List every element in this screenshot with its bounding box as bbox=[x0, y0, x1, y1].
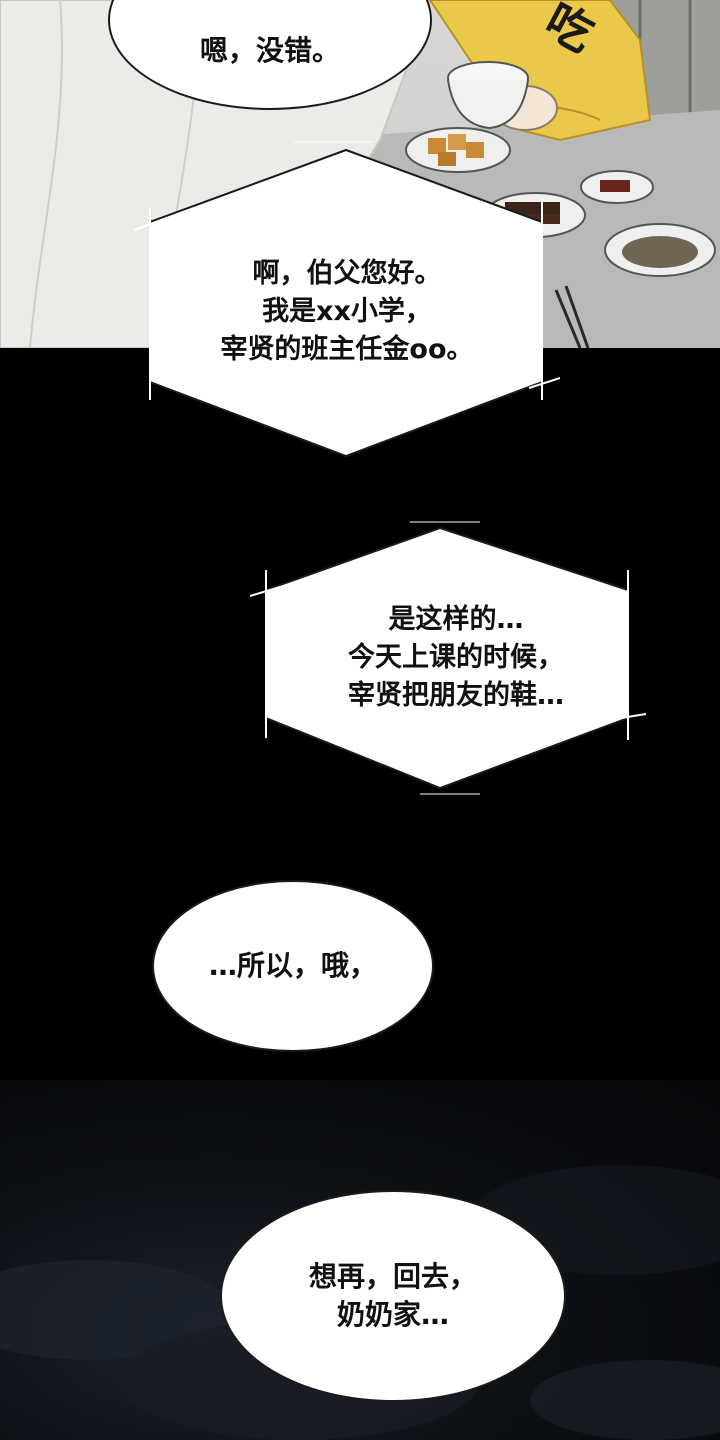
speech-bubble-4: …所以，哦， bbox=[152, 880, 434, 1052]
bubble-2-text: 啊，伯父您好。 我是xx小学， 宰贤的班主任金oo。 bbox=[220, 258, 474, 365]
speech-bubble-2: 啊，伯父您好。 我是xx小学， 宰贤的班主任金oo。 bbox=[134, 138, 560, 470]
bubble-4-text: …所以，哦， bbox=[208, 949, 377, 983]
chopsticks bbox=[554, 289, 582, 348]
bubble-1-text: 嗯，没错。 bbox=[199, 34, 340, 68]
night-clouds bbox=[0, 1165, 720, 1440]
bubble-3-text: 是这样的… 今天上课的时候， 宰贤把朋友的鞋… bbox=[348, 604, 564, 711]
speech-bubble-3: 是这样的… 今天上课的时候， 宰贤把朋友的鞋… bbox=[250, 518, 646, 798]
speech-bubble-5: 想再，回去， 奶奶家… bbox=[220, 1190, 566, 1402]
bubble-5-text: 想再，回去， 奶奶家… bbox=[308, 1260, 477, 1331]
